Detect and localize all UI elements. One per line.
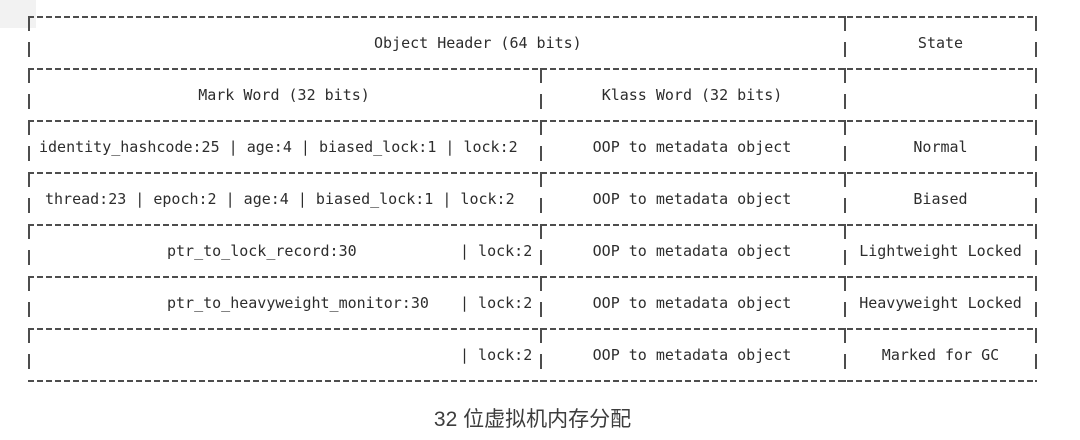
separator (28, 68, 1037, 70)
klass-word-value: OOP to metadata object (592, 346, 792, 364)
klass-word-value: OOP to metadata object (592, 190, 792, 208)
table-row-header: Object Header (64 bits) State (28, 18, 1037, 68)
mark-word-fields: identity_hashcode:25 | age:4 | biased_lo… (39, 138, 518, 156)
table-row: ptr_to_heavyweight_monitor:30 | lock:2 O… (28, 278, 1037, 328)
column-divider-mark-klass (540, 68, 542, 382)
klass-word-cell: OOP to metadata object (540, 330, 844, 380)
table-border-left (28, 16, 30, 382)
state-value: Heavyweight Locked (859, 294, 1022, 312)
mark-word-fields: ptr_to_lock_record:30 (167, 242, 357, 260)
state-cell: Heavyweight Locked (844, 278, 1037, 328)
table-border-right (1035, 16, 1037, 382)
table-caption: 32 位虚拟机内存分配 (433, 408, 632, 431)
mark-word-cell: ptr_to_heavyweight_monitor:30 | lock:2 (28, 278, 540, 328)
separator (28, 16, 1037, 18)
separator (28, 172, 1037, 174)
klass-word-value: OOP to metadata object (592, 294, 792, 312)
state-value: Lightweight Locked (859, 242, 1022, 260)
empty-state-cell (844, 70, 1037, 120)
separator (28, 224, 1037, 226)
table-row: ptr_to_lock_record:30 | lock:2 OOP to me… (28, 226, 1037, 276)
table-row: | lock:2 OOP to metadata object Marked f… (28, 330, 1037, 380)
klass-word-value: OOP to metadata object (592, 242, 792, 260)
klass-word-cell: OOP to metadata object (540, 278, 844, 328)
lock-bits: | lock:2 (460, 294, 533, 312)
klass-word-cell: OOP to metadata object (540, 226, 844, 276)
mark-word-fields: ptr_to_heavyweight_monitor:30 (167, 294, 429, 312)
state-value: Normal (913, 138, 968, 156)
lock-bits: | lock:2 (460, 346, 533, 364)
table-row: thread:23 | epoch:2 | age:4 | biased_loc… (28, 174, 1037, 224)
separator (28, 380, 1037, 382)
mark-word-cell: identity_hashcode:25 | age:4 | biased_lo… (28, 122, 540, 172)
background-artifact (0, 0, 36, 28)
separator (28, 276, 1037, 278)
table-row-subheader: Mark Word (32 bits) Klass Word (32 bits) (28, 70, 1037, 120)
mark-word-fields: thread:23 | epoch:2 | age:4 | biased_loc… (45, 190, 515, 208)
table-row: identity_hashcode:25 | age:4 | biased_lo… (28, 122, 1037, 172)
klass-word-header-cell: Klass Word (32 bits) (540, 70, 844, 120)
lock-bits: | lock:2 (460, 242, 533, 260)
state-value: Marked for GC (881, 346, 1000, 364)
klass-word-value: OOP to metadata object (592, 138, 792, 156)
state-cell: Lightweight Locked (844, 226, 1037, 276)
mark-word-header-cell: Mark Word (32 bits) (28, 70, 540, 120)
mark-word-header-label: Mark Word (32 bits) (198, 86, 370, 104)
state-header-cell: State (844, 18, 1037, 68)
mark-word-cell: ptr_to_lock_record:30 | lock:2 (28, 226, 540, 276)
mark-word-cell: | lock:2 (28, 330, 540, 380)
column-divider-state (844, 16, 846, 382)
mark-word-cell: thread:23 | epoch:2 | age:4 | biased_loc… (28, 174, 540, 224)
state-cell: Marked for GC (844, 330, 1037, 380)
state-header-label: State (917, 34, 964, 52)
klass-word-header-label: Klass Word (32 bits) (601, 86, 783, 104)
klass-word-cell: OOP to metadata object (540, 122, 844, 172)
separator (28, 328, 1037, 330)
state-cell: Biased (844, 174, 1037, 224)
separator (28, 120, 1037, 122)
object-header-table: Object Header (64 bits) State Mark Word … (28, 16, 1037, 382)
klass-word-cell: OOP to metadata object (540, 174, 844, 224)
state-value: Biased (913, 190, 968, 208)
object-header-cell: Object Header (64 bits) (28, 18, 844, 68)
state-cell: Normal (844, 122, 1037, 172)
object-header-label: Object Header (64 bits) (374, 34, 582, 52)
